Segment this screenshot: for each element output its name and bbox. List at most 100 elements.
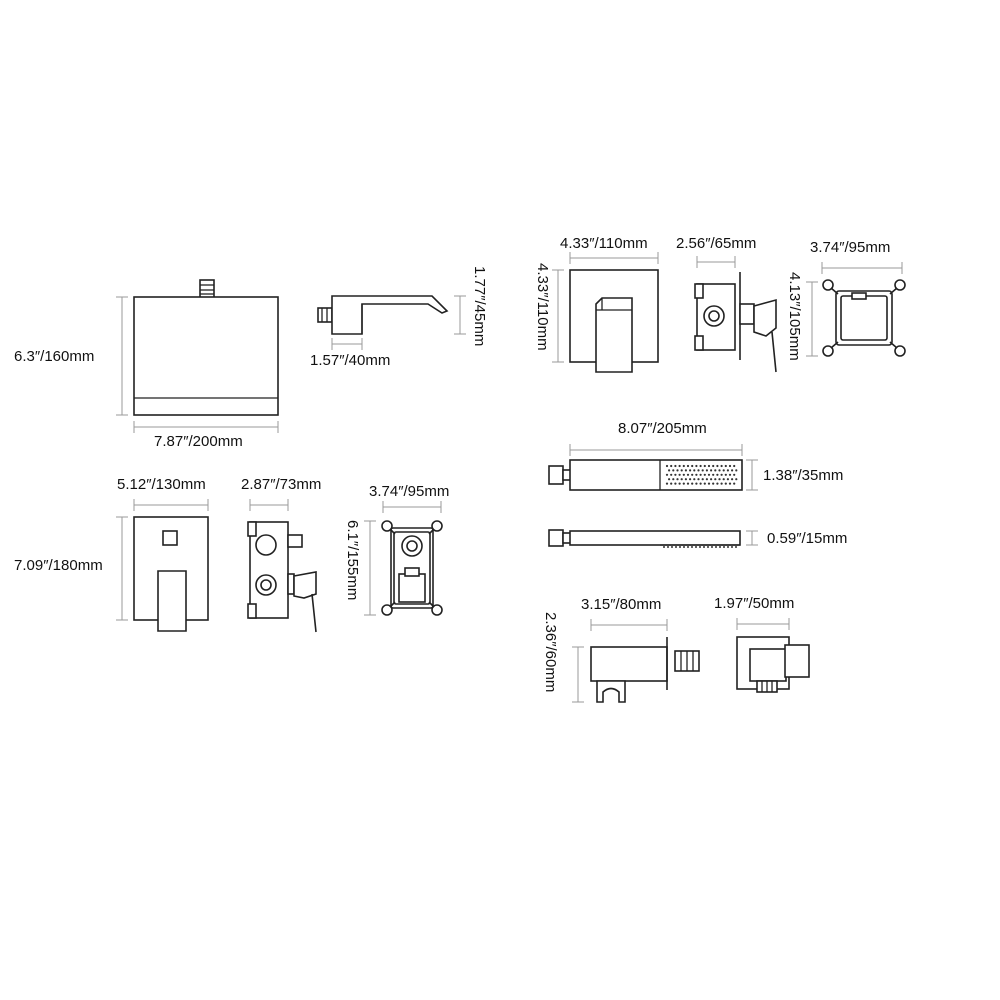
diverter-valve-box — [381, 520, 443, 616]
nozzle-dot — [705, 478, 709, 481]
nozzle-dot — [684, 469, 688, 472]
nozzle-dot-side — [707, 546, 709, 548]
elbow-outlet — [784, 644, 810, 678]
holder-length-label: 3.15″/80mm — [581, 596, 662, 613]
nozzle-dot — [703, 464, 706, 468]
wall-elbow-side — [736, 636, 810, 693]
nozzle-dot — [728, 482, 732, 485]
spout-body — [331, 295, 449, 335]
nozzle-dot — [672, 469, 675, 472]
nozzle-dot — [707, 482, 711, 485]
diverter-plate-width-label: 5.12″/130mm — [117, 476, 206, 493]
spout — [317, 295, 449, 335]
nozzle-dot — [670, 473, 673, 476]
diverter-valve-body — [247, 521, 317, 633]
nozzle-dot — [680, 478, 683, 481]
mixer-body-width-dimension — [696, 256, 736, 268]
nozzle-dot — [720, 473, 723, 476]
nozzle-dot — [695, 464, 698, 468]
nozzle-dot — [686, 464, 690, 468]
spout-depth-dimension — [331, 338, 363, 350]
mixer-valve-box — [822, 279, 906, 357]
nozzle-dot — [718, 469, 721, 472]
nozzle-dot — [703, 482, 706, 485]
nozzle-dot — [712, 464, 715, 468]
holder-height-label: 2.36″/60mm — [542, 612, 559, 693]
nozzle-dot — [676, 469, 679, 472]
nozzle-dot — [733, 473, 736, 476]
nozzle-dot-side — [731, 546, 733, 548]
nozzle-dot — [693, 478, 696, 481]
nozzle-dot — [678, 482, 681, 485]
nozzle-dot — [697, 469, 700, 472]
nozzle-dot — [728, 473, 732, 476]
nozzle-dot-side — [727, 546, 729, 548]
nozzle-dot-side — [723, 546, 725, 548]
spout-height-label: 1.77″/45mm — [471, 266, 488, 347]
nozzle-dot-side — [683, 546, 685, 548]
diverter-button — [162, 530, 178, 546]
nozzle-dot — [689, 469, 692, 472]
nozzle-dot — [716, 464, 719, 468]
nozzle-dot — [735, 469, 738, 472]
elbow-side-width-label: 1.97″/50mm — [714, 595, 795, 612]
nozzle-dot — [735, 478, 738, 481]
nozzle-dot — [707, 473, 711, 476]
nozzle-dot-side — [715, 546, 717, 548]
nozzle-dot — [682, 473, 685, 476]
shower-head-width-dimension — [133, 421, 279, 433]
diverter-box-width-label: 3.74″/95mm — [369, 483, 450, 500]
nozzle-dot — [670, 482, 673, 485]
nozzle-dot — [695, 473, 698, 476]
nozzle-dot — [686, 473, 690, 476]
nozzle-dot — [699, 464, 702, 468]
shower-head-body — [133, 296, 279, 416]
nozzle-dot — [716, 482, 719, 485]
nozzle-dot — [720, 482, 723, 485]
nozzle-dot — [722, 478, 725, 481]
hand-shower-head-height-dimension — [746, 459, 758, 491]
mixer-trim-plate — [569, 269, 659, 373]
holder-hook — [596, 680, 626, 703]
nozzle-dot — [718, 478, 721, 481]
nozzle-dot — [691, 482, 694, 485]
nozzle-dot — [728, 464, 732, 468]
nozzle-dot-side — [699, 546, 701, 548]
spout-height-dimension — [454, 295, 466, 335]
nozzle-dot — [699, 482, 702, 485]
nozzle-dot — [676, 478, 679, 481]
elbow-side-width-dimension — [736, 618, 790, 630]
diverter-plate-width-dimension — [133, 499, 209, 511]
diverter-plate-height-dimension — [116, 516, 128, 621]
nozzle-dot — [691, 473, 694, 476]
nozzle-dot — [733, 482, 736, 485]
nozzle-dot — [726, 478, 730, 481]
nozzle-dot — [707, 464, 711, 468]
nozzle-dot-side — [719, 546, 721, 548]
nozzle-dot — [680, 469, 683, 472]
mixer-box-width-label: 3.74″/95mm — [810, 239, 891, 256]
nozzle-dot — [665, 473, 669, 476]
rain-shower-head — [133, 279, 279, 416]
hand-shower-connector — [548, 465, 564, 485]
nozzle-dot — [672, 478, 675, 481]
hand-shower-head-height-label: 1.38″/35mm — [763, 467, 844, 484]
hand-shower-front — [548, 459, 743, 491]
diverter-box-height-dimension — [364, 520, 376, 616]
nozzle-dot — [705, 469, 709, 472]
nozzle-dot — [674, 473, 677, 476]
mixer-handle — [753, 298, 777, 337]
nozzle-dot-side — [687, 546, 689, 548]
nozzle-dot — [691, 464, 694, 468]
spout-connector — [317, 307, 333, 323]
diverter-inlet-port — [255, 534, 277, 556]
diverter-box-width-dimension — [382, 501, 442, 513]
nozzle-dot — [684, 478, 688, 481]
mixer-lever — [595, 297, 633, 373]
nozzle-dot — [714, 478, 717, 481]
nozzle-dot — [726, 469, 730, 472]
nozzle-dot — [724, 473, 727, 476]
diverter-handle — [293, 571, 317, 599]
nozzle-dot — [678, 464, 681, 468]
